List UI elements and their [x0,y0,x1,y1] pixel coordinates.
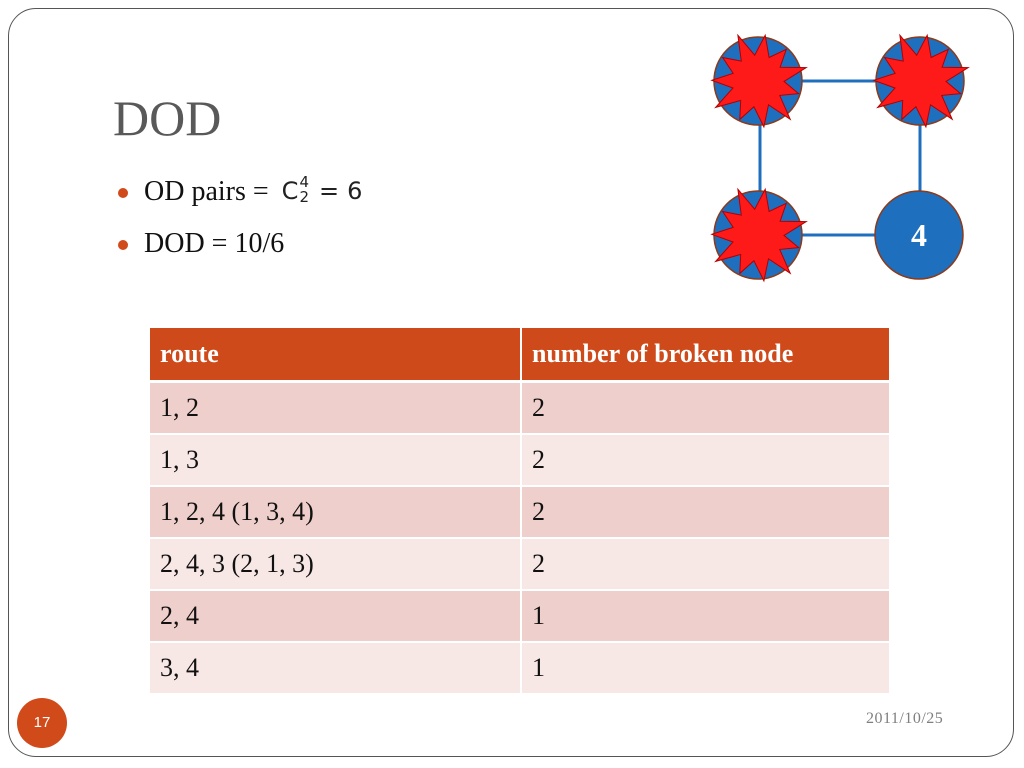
node-label-4: 4 [911,217,927,253]
node-bottom-right [874,190,964,280]
formula-base: C [281,176,299,205]
slide-title: DOD [113,90,222,146]
formula-equals: = [318,176,340,205]
cell-route: 3, 4 [150,642,522,695]
network-graph: 4 [710,33,970,283]
graph-nodes [710,33,970,283]
cell-broken-count: 1 [521,642,891,695]
cell-broken-count: 2 [521,538,891,591]
cell-route: 2, 4 [150,590,522,643]
broken-burst-icon [710,187,808,283]
column-header-route: route [150,328,522,383]
table-header-row: route number of broken node [150,328,891,383]
formula-sup: 4 [299,172,309,191]
slide-date: 2011/10/25 [866,710,944,727]
cell-route: 1, 2, 4 (1, 3, 4) [150,486,522,539]
broken-burst-icon [710,33,808,129]
formula-sub: 2 [299,187,309,206]
cell-broken-count: 2 [521,434,891,487]
bullet-text: OD pairs = [144,176,269,207]
cell-broken-count: 2 [521,486,891,539]
bullet-dot-icon [118,188,128,198]
broken-burst-icon [872,33,970,129]
cell-route: 2, 4, 3 (2, 1, 3) [150,538,522,591]
bullet-text: DOD = 10/6 [144,228,285,259]
cell-route: 1, 2 [150,381,522,435]
table-row: 1, 2, 4 (1, 3, 4)2 [150,486,891,539]
formula-result: 6 [347,176,363,205]
bullet-dot-icon [118,240,128,250]
slide-number-badge: 17 [17,698,67,748]
cell-route: 1, 3 [150,434,522,487]
cell-broken-count: 2 [521,381,891,435]
cell-broken-count: 1 [521,590,891,643]
table-row: 2, 4, 3 (2, 1, 3)2 [150,538,891,591]
column-header-broken-nodes: number of broken node [521,328,891,383]
bullet-item-dod: DOD = 10/6 [116,222,362,266]
